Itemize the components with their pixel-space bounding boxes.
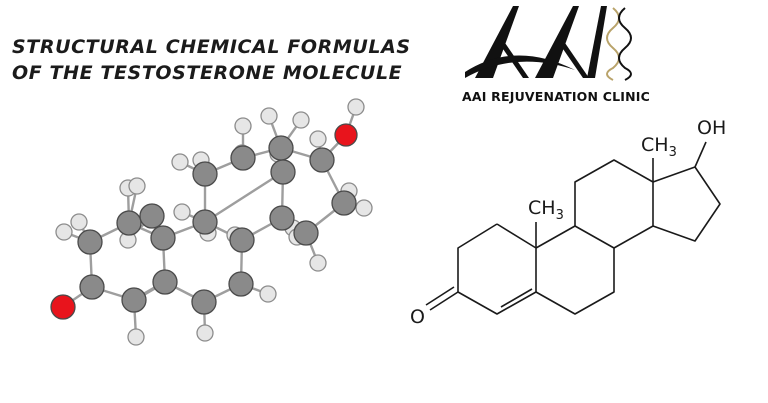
- hydrogen-atom: [70, 213, 88, 231]
- hydrogen-atom: [355, 199, 373, 217]
- ring-a: [457, 223, 537, 315]
- hydrogen-atom: [171, 153, 189, 171]
- carbon-atom: [309, 147, 335, 173]
- hydroxyl-label: OH: [697, 117, 726, 139]
- hydrogen-atom: [55, 223, 73, 241]
- carbon-atom: [293, 220, 319, 246]
- clinic-logo: [465, 6, 632, 81]
- hydrogen-atom: [347, 98, 365, 116]
- carbon-atom: [77, 229, 103, 255]
- clinic-name: AAI REJUVENATION CLINIC: [462, 89, 650, 104]
- carbon-atom: [270, 159, 296, 185]
- hydrogen-atom: [173, 203, 191, 221]
- ketone-bond-2: [425, 286, 455, 306]
- hydrogen-atom: [260, 107, 278, 125]
- carbon-atom: [139, 203, 165, 229]
- carbon-atom: [228, 271, 254, 297]
- methyl-label-2: CH3: [641, 134, 677, 160]
- methyl-label-1: CH3: [528, 197, 564, 223]
- hydrogen-atom: [309, 254, 327, 272]
- carbon-atom: [192, 209, 218, 235]
- hydrogen-atom: [259, 285, 277, 303]
- ring-c: [574, 159, 654, 249]
- carbon-atom: [79, 274, 105, 300]
- ring-d: [652, 166, 721, 242]
- hydrogen-atom: [196, 324, 214, 342]
- hydrogen-atom: [234, 117, 252, 135]
- ring-b: [535, 225, 615, 315]
- carbon-atom: [116, 210, 142, 236]
- double-bond-c4-c5: [500, 288, 533, 308]
- carbon-atom: [192, 161, 218, 187]
- hydroxyl-bond: [694, 141, 707, 168]
- carbon-atom: [229, 227, 255, 253]
- diagram-title: Structural chemical formulas of the test…: [12, 34, 432, 86]
- title-line-1: Structural chemical formulas: [12, 36, 411, 58]
- oxygen-atom: [334, 123, 358, 147]
- carbon-atom: [150, 225, 176, 251]
- carbon-atom: [230, 145, 256, 171]
- carbon-atom: [152, 269, 178, 295]
- ketone-label: O: [410, 306, 425, 328]
- carbon-atom: [191, 289, 217, 315]
- carbon-atom: [331, 190, 357, 216]
- hydrogen-atom: [292, 111, 310, 129]
- carbon-atom: [121, 287, 147, 313]
- title-line-2: of the testosterone molecule: [12, 62, 403, 84]
- hydrogen-atom: [128, 177, 146, 195]
- ketone-bond-1: [429, 291, 459, 311]
- carbon-atom: [269, 205, 295, 231]
- hydrogen-atom: [309, 130, 327, 148]
- oxygen-atom: [50, 294, 76, 320]
- bond-stick: [203, 170, 285, 224]
- hydrogen-atom: [127, 328, 145, 346]
